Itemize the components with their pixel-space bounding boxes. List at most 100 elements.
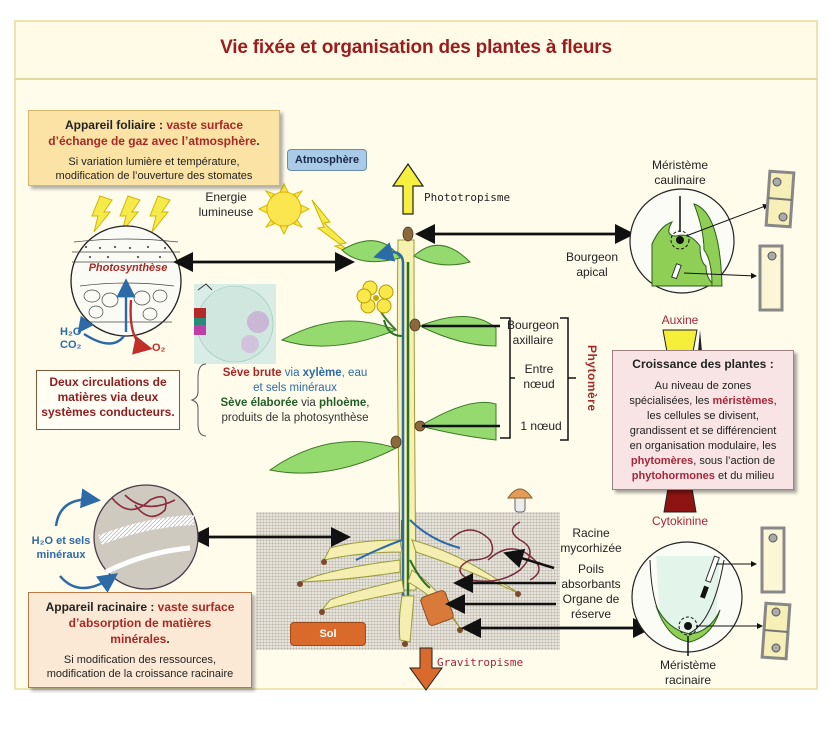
- phototropism-label: Phototropisme: [424, 191, 511, 204]
- water-minerals-line-2: minéraux: [36, 549, 86, 561]
- meristems-term: méristèmes: [712, 395, 774, 407]
- page-title: Vie fixée et organisation des plantes à …: [220, 37, 612, 58]
- circulation-box: Deux circulations de matières via deux s…: [36, 370, 180, 430]
- root-heading-red-2: d’absorption de matières: [68, 616, 212, 630]
- axillary-bud-line-1: Bourgeon: [506, 318, 560, 332]
- root-meristem-line-2: racinaire: [664, 673, 712, 687]
- apical-bud-line-2: apical: [576, 265, 608, 279]
- node-label: 1 nœud: [520, 419, 562, 433]
- root-hairs-label: Poils absorbants: [556, 562, 626, 592]
- root: [299, 559, 401, 583]
- storage-organ: [420, 590, 454, 626]
- root: [398, 595, 415, 643]
- storage-organ-line-2: réserve: [570, 607, 611, 621]
- axillary-bud: [409, 318, 421, 332]
- axillary-bud-label: Bourgeon axillaire: [500, 318, 566, 348]
- h2o-label: H₂O: [60, 326, 82, 338]
- meristem-cell-icon: [764, 169, 796, 229]
- growth-heading: Croissance des plantes :: [632, 357, 774, 371]
- atmosphere-label: Atmosphère: [287, 149, 367, 171]
- light-energy-line-2: lumineuse: [198, 205, 254, 219]
- leaves: [268, 240, 497, 474]
- gravitropism-label: Gravitropisme: [437, 656, 524, 669]
- soil-label: Sol: [290, 622, 366, 646]
- stem: [396, 239, 417, 591]
- root-body-2: modification de la croissance racinaire: [46, 668, 234, 680]
- photosynthesis-label: Photosynthèse: [88, 262, 168, 274]
- root-heading-red-1: vaste surface: [157, 600, 235, 614]
- water-minerals-label: H₂O et sels minéraux: [24, 534, 98, 562]
- mycorrhizal-line-2: mycorhizée: [560, 541, 622, 555]
- foliar-heading-end: .: [256, 134, 260, 148]
- growth-line-6b: , sous l’action de: [693, 455, 776, 467]
- root-system-box: Appareil racinaire : vaste surface d’abs…: [28, 592, 252, 688]
- sun-icon: [257, 182, 311, 236]
- leaf: [280, 320, 398, 347]
- root-meristem-cell-icon: [760, 601, 792, 661]
- foliar-body-2: modification de l’ouverture des stomates: [55, 170, 253, 182]
- circulation-line-3: systèmes conducteurs.: [41, 405, 175, 419]
- auxine-gradient: [662, 329, 698, 353]
- phytohormones-term: phytohormones: [631, 470, 715, 482]
- o2-label: O₂: [152, 342, 166, 354]
- circulation-line-2: matières via deux: [57, 390, 159, 404]
- apical-bud: [402, 226, 414, 242]
- light-energy-label: Energie lumineuse: [196, 190, 256, 220]
- via-1: via: [281, 367, 303, 379]
- leaf-cross-section-circle: [70, 225, 182, 355]
- leaf: [418, 401, 497, 441]
- shoot-meristem-label: Méristème caulinaire: [640, 158, 720, 188]
- apical-bud-line-1: Bourgeon: [565, 250, 619, 264]
- mycorrhizal-line-1: Racine: [572, 526, 610, 540]
- root-hairs-line-1: Poils: [577, 562, 604, 576]
- foliar-heading: Appareil foliaire :: [64, 118, 167, 132]
- root-meristem-line-1: Méristème: [659, 658, 716, 672]
- internode-label: Entre nœud: [514, 362, 564, 392]
- shoot-meristem-line-2: caulinaire: [654, 173, 706, 187]
- stem-micrograph: [194, 283, 276, 364]
- raw-sap-label: Sève brute: [222, 367, 282, 379]
- growth-line-7b: et du milieu: [714, 470, 775, 482]
- leaf: [418, 316, 497, 347]
- water-co2-label: H₂O CO₂: [60, 326, 81, 352]
- xylem-label: xylème: [302, 367, 342, 379]
- growth-line-2c: ,: [773, 395, 777, 407]
- plant-growth-box: Croissance des plantes : Au niveau de zo…: [612, 350, 794, 490]
- growth-line-2a: spécialisées, les: [629, 395, 713, 407]
- internode-line-2: nœud: [523, 377, 555, 391]
- water-label: , eau: [341, 367, 368, 379]
- phytomer-label: Phytomère: [585, 345, 599, 412]
- elaborated-sap-label: Sève élaborée: [220, 397, 298, 409]
- leaf: [413, 244, 471, 266]
- root-body-1: Si modification des ressources,: [63, 654, 217, 666]
- foliar-heading-red-2: d’échange de gaz avec l’atmosphère: [48, 134, 257, 148]
- foliar-heading-red: vaste surface: [166, 118, 244, 132]
- comma: ,: [366, 397, 370, 409]
- co2-label: CO₂: [60, 339, 82, 351]
- root-heading-end: .: [166, 632, 170, 646]
- foliar-body-1: Si variation lumière et température,: [68, 156, 240, 168]
- root-heading: Appareil racinaire :: [45, 600, 158, 614]
- phototropism-arrow: [391, 162, 425, 215]
- water-minerals-line-1: H₂O et sels: [31, 535, 91, 547]
- mycorrhizal-root-label: Racine mycorhizée: [556, 526, 626, 556]
- xylem-line: [373, 242, 405, 600]
- photosynthesis-products-label: produits de la photosynthèse: [221, 412, 369, 424]
- phloem-label: phloème: [318, 397, 367, 409]
- via-2: via: [297, 397, 319, 409]
- cytokinin-label: Cytokinine: [651, 514, 709, 528]
- growth-line-5: en organisation modulaire, les: [629, 440, 777, 452]
- circulation-line-1: Deux circulations de: [49, 375, 167, 389]
- leaf: [268, 441, 398, 474]
- flower-icon: [356, 280, 397, 331]
- shoot-meristem-circle: [629, 188, 769, 294]
- axillary-bud-line-2: axillaire: [512, 333, 554, 347]
- light-energy-line-1: Energie: [205, 190, 247, 204]
- mushroom-icon: [507, 488, 533, 513]
- root-elongated-cell-icon: [760, 526, 786, 594]
- internode-line-1: Entre: [524, 362, 554, 376]
- root-meristem-circle: [631, 541, 763, 656]
- gravitropism-arrow: [409, 647, 443, 691]
- growth-line-1: Au niveau de zones: [654, 380, 752, 392]
